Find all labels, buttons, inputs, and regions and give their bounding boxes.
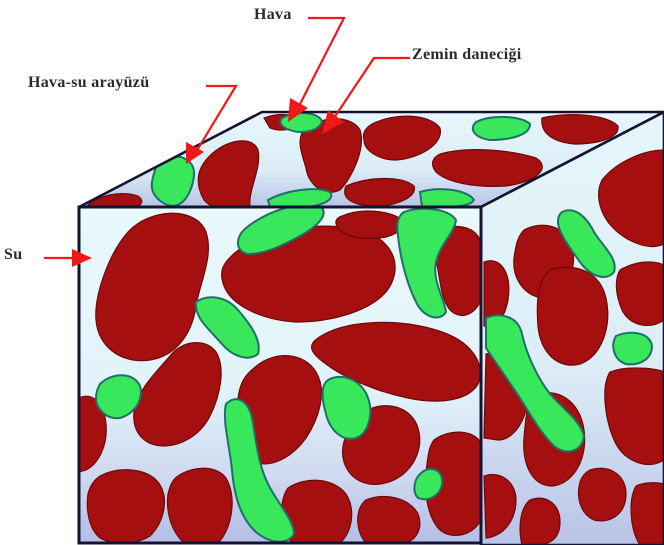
soil-particle-label: Zemin daneciği <box>412 46 522 64</box>
air-pocket <box>280 113 322 132</box>
soil-particle <box>168 468 233 543</box>
cube-front-face <box>79 204 481 543</box>
air-leader-line <box>298 18 344 108</box>
soil-particle <box>537 267 607 365</box>
soil-particle <box>579 468 626 521</box>
water-label: Su <box>4 246 22 264</box>
air-water-interface-label: Hava-su arayüzü <box>28 74 149 92</box>
air-pocket <box>613 333 652 365</box>
air-label: Hava <box>254 6 292 24</box>
soil-particle-leader-line <box>334 58 410 118</box>
soil-particle <box>631 483 664 545</box>
soil-particle <box>336 211 403 238</box>
soil-particle <box>520 498 560 545</box>
soil-particle <box>87 470 164 543</box>
